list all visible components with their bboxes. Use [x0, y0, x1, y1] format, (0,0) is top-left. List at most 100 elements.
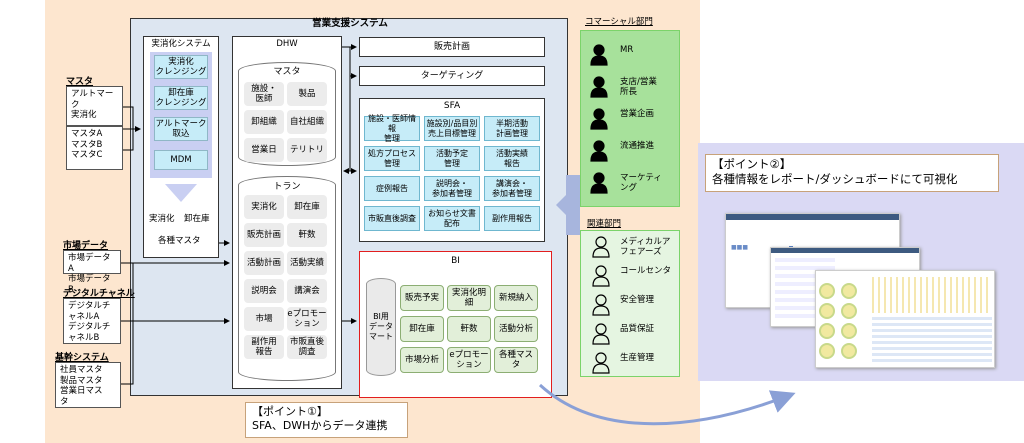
dhw-title: DHW: [276, 38, 298, 49]
bi-cell: 販売予実: [400, 285, 444, 311]
actualization-item-label: アルトマーク 取込: [155, 119, 207, 139]
sfa-cell: 副作用報告: [484, 206, 540, 231]
related-item-label: コールセンタ: [620, 266, 672, 276]
actualization-output-3: 各種マスタ: [158, 236, 201, 246]
actualization-item-3: アルトマーク 取込: [154, 117, 208, 141]
person-icon: [590, 76, 608, 98]
bi-data-mart-label: BI用 データ マート: [369, 312, 393, 341]
bi-cell: 実消化明細: [447, 285, 491, 311]
dhw-tran-cell: 講演会: [287, 279, 327, 303]
source-box: 市場データA 市場データB: [63, 250, 121, 295]
bi-data-mart-cylinder: BI用 データ マート: [366, 278, 396, 376]
source-title: 基幹システム: [55, 353, 109, 363]
person-icon: [592, 236, 610, 258]
source-title: 市場データ: [63, 241, 109, 251]
sfa-cell: お知らせ文書 配布: [424, 206, 480, 231]
commercial-item-label: 営業企画: [620, 109, 655, 119]
person-icon: [590, 140, 608, 162]
point1-text: SFA、DWHからデータ連携: [252, 419, 388, 432]
actualization-item-1: 実消化 クレンジング: [154, 55, 208, 79]
dhw-tran-cell: 実消化: [244, 195, 284, 219]
commercial-title: コマーシャル部門: [585, 17, 653, 27]
gauge-icon: [819, 283, 835, 299]
sfa-cell: 症例報告: [364, 176, 420, 201]
feedback-arrow: [556, 175, 586, 235]
commercial-item-label: 流通推進: [620, 141, 655, 151]
point2-text: 各種情報をレポート/ダッシュボードにて可視化: [712, 172, 958, 186]
sfa-cell: 市販直後調査: [364, 206, 420, 231]
related-item-label: 品質保証: [620, 324, 655, 334]
sfa-cell: 処方プロセス 管理: [364, 146, 420, 171]
bi-cell: 新規納入: [494, 285, 538, 311]
person-icon: [592, 265, 610, 287]
dhw-tran-cell: 市場: [244, 307, 284, 331]
person-icon: [590, 172, 608, 194]
dhw-tran-cell: 活動計画: [244, 251, 284, 275]
actualization-down-arrow: [165, 184, 197, 202]
dhw-tran-cell: 活動実績: [287, 251, 327, 275]
targeting-box: ターゲティング: [359, 66, 545, 86]
bi-cell: 軒数: [447, 316, 491, 342]
master-title: マスタ: [273, 66, 301, 77]
bi-title: BI: [451, 255, 460, 266]
commercial-item-label: MR: [620, 45, 634, 55]
source-title: デジタルチャネル: [63, 289, 135, 299]
dhw-master-cell: 製品: [287, 82, 327, 106]
sfa-cell: 半期活動 計画管理: [484, 116, 540, 141]
dhw-tran-cell: 市販直後 調査: [287, 335, 327, 359]
related-item-label: 安全管理: [620, 295, 655, 305]
actualization-item-4: MDM: [154, 150, 208, 170]
source-box: マスタA マスタB マスタC: [66, 126, 123, 170]
sfa-title: SFA: [443, 100, 461, 111]
actualization-item-label: MDM: [170, 155, 192, 165]
sfa-cell: 説明会・ 参加者管理: [424, 176, 480, 201]
dhw-master-cell: テリトリ: [287, 138, 327, 162]
gauge-icon: [819, 303, 835, 319]
gauge-icon: [819, 323, 835, 339]
actualization-output-1: 実消化: [149, 214, 175, 224]
actualization-item-label: 卸在庫 クレンジング: [155, 88, 207, 108]
dhw-tran-cell: 販売計画: [244, 223, 284, 247]
dhw-tran-cell: 軒数: [287, 223, 327, 247]
sfa-cell: 活動実績 報告: [484, 146, 540, 171]
dhw-master-cell: 施設・ 医師: [244, 82, 284, 106]
sfa-cell: 講演会・ 参加者管理: [484, 176, 540, 201]
actualization-item-2: 卸在庫 クレンジング: [154, 86, 208, 110]
person-icon: [592, 294, 610, 316]
gauge-icon: [841, 343, 857, 359]
dhw-tran-cell: 説明会: [244, 279, 284, 303]
commercial-item-label: 支店/営業 所長: [620, 77, 657, 97]
sales-plan-box: 販売計画: [359, 37, 545, 57]
sfa-cell: 施設別/品目別 売上目標管理: [424, 116, 480, 141]
dhw-tran-cell: 卸在庫: [287, 195, 327, 219]
related-title: 関連部門: [587, 219, 622, 229]
person-icon: [592, 352, 610, 374]
source-title: マスタ: [66, 77, 94, 87]
person-icon: [590, 44, 608, 66]
actualization-output-2: 卸在庫: [184, 214, 210, 224]
person-icon: [592, 323, 610, 345]
source-box: デジタルチ ャネルA デジタルチ ャネルB: [63, 298, 121, 344]
point2-title: 【ポイント②】: [712, 157, 792, 171]
dhw-tran-cell: eプロモー ション: [287, 307, 327, 331]
bi-cell: 市場分析: [400, 347, 444, 373]
actualization-item-label: 実消化 クレンジング: [155, 57, 207, 77]
bi-cell: 活動分析: [494, 316, 538, 342]
point1-box: 【ポイント①】 SFA、DWHからデータ連携: [245, 402, 408, 438]
sfa-cell: 活動予定 管理: [424, 146, 480, 171]
related-item-label: 生産管理: [620, 353, 655, 363]
related-item-label: メディカルア フェアーズ: [620, 237, 671, 257]
point2-box: 【ポイント②】 各種情報をレポート/ダッシュボードにて可視化: [705, 154, 999, 192]
source-box: アルトマー ク 実消化: [66, 86, 123, 126]
sfa-cell: 施設・医師情報 管理: [364, 114, 420, 143]
bi-cell: eプロモー ション: [447, 347, 491, 373]
system-title: 営業支援システム: [312, 17, 388, 29]
dhw-tran-cell: 副作用 報告: [244, 335, 284, 359]
bi-cell: 卸在庫: [400, 316, 444, 342]
gauge-icon: [841, 323, 857, 339]
dhw-master-cell: 営業日: [244, 138, 284, 162]
gauge-icon: [841, 303, 857, 319]
source-box: 社員マスタ 製品マスタ 営業日マス タ: [55, 362, 121, 408]
person-icon: [590, 108, 608, 130]
